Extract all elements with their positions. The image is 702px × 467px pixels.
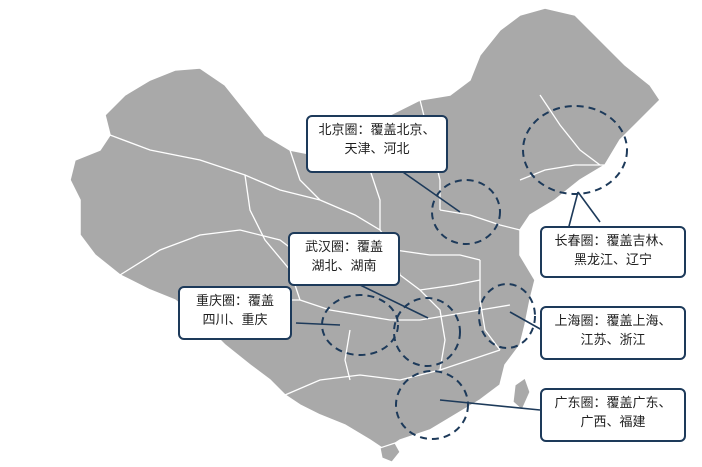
beijing-label: 北京圈：覆盖北京、 天津、河北	[306, 115, 448, 173]
guangdong-circle	[395, 370, 469, 440]
chongqing-circle	[321, 294, 399, 356]
shanghai-label-line2: 江苏、浙江	[580, 333, 646, 348]
changchun-label-line1: 长春圈：覆盖吉林、	[554, 234, 672, 249]
guangdong-leader	[439, 399, 541, 411]
chongqing-label-line1: 重庆圈：覆盖	[195, 294, 274, 309]
wuhan-label-line2: 湖北、湖南	[311, 259, 377, 274]
changchun-circle	[522, 105, 628, 195]
changchun-label-line2: 黑龙江、辽宁	[573, 253, 652, 268]
beijing-circle	[431, 179, 501, 245]
shanghai-leader	[509, 311, 543, 331]
guangdong-label-line1: 广东圈：覆盖广东、	[554, 396, 672, 411]
hainan-island	[379, 442, 401, 463]
callout-lines	[295, 169, 601, 411]
china-landmass	[69, 7, 661, 451]
coverage-circles	[321, 105, 628, 440]
guangdong-label: 广东圈：覆盖广东、 广西、福建	[540, 388, 686, 442]
wuhan-label: 武汉圈：覆盖 湖北、湖南	[288, 232, 400, 286]
changchun-leader-b	[577, 191, 601, 223]
wuhan-circle	[393, 297, 461, 367]
guangdong-label-line2: 广西、福建	[580, 415, 646, 430]
shanghai-label-line1: 上海圈：覆盖上海、	[554, 314, 672, 329]
wuhan-leader	[355, 282, 429, 319]
shanghai-circle	[478, 283, 536, 349]
shanghai-label: 上海圈：覆盖上海、 江苏、浙江	[540, 306, 686, 360]
chongqing-leader	[295, 322, 341, 326]
beijing-label-line1: 北京圈：覆盖北京、	[318, 123, 436, 138]
changchun-leader-a	[567, 191, 579, 231]
chongqing-label: 重庆圈：覆盖 四川、重庆	[178, 286, 292, 340]
chongqing-label-line2: 四川、重庆	[202, 313, 268, 328]
wuhan-label-line1: 武汉圈：覆盖	[304, 240, 383, 255]
beijing-label-line2: 天津、河北	[344, 142, 410, 157]
taiwan-island	[512, 377, 531, 411]
changchun-label: 长春圈：覆盖吉林、 黑龙江、辽宁	[540, 226, 686, 278]
beijing-leader	[399, 169, 461, 213]
